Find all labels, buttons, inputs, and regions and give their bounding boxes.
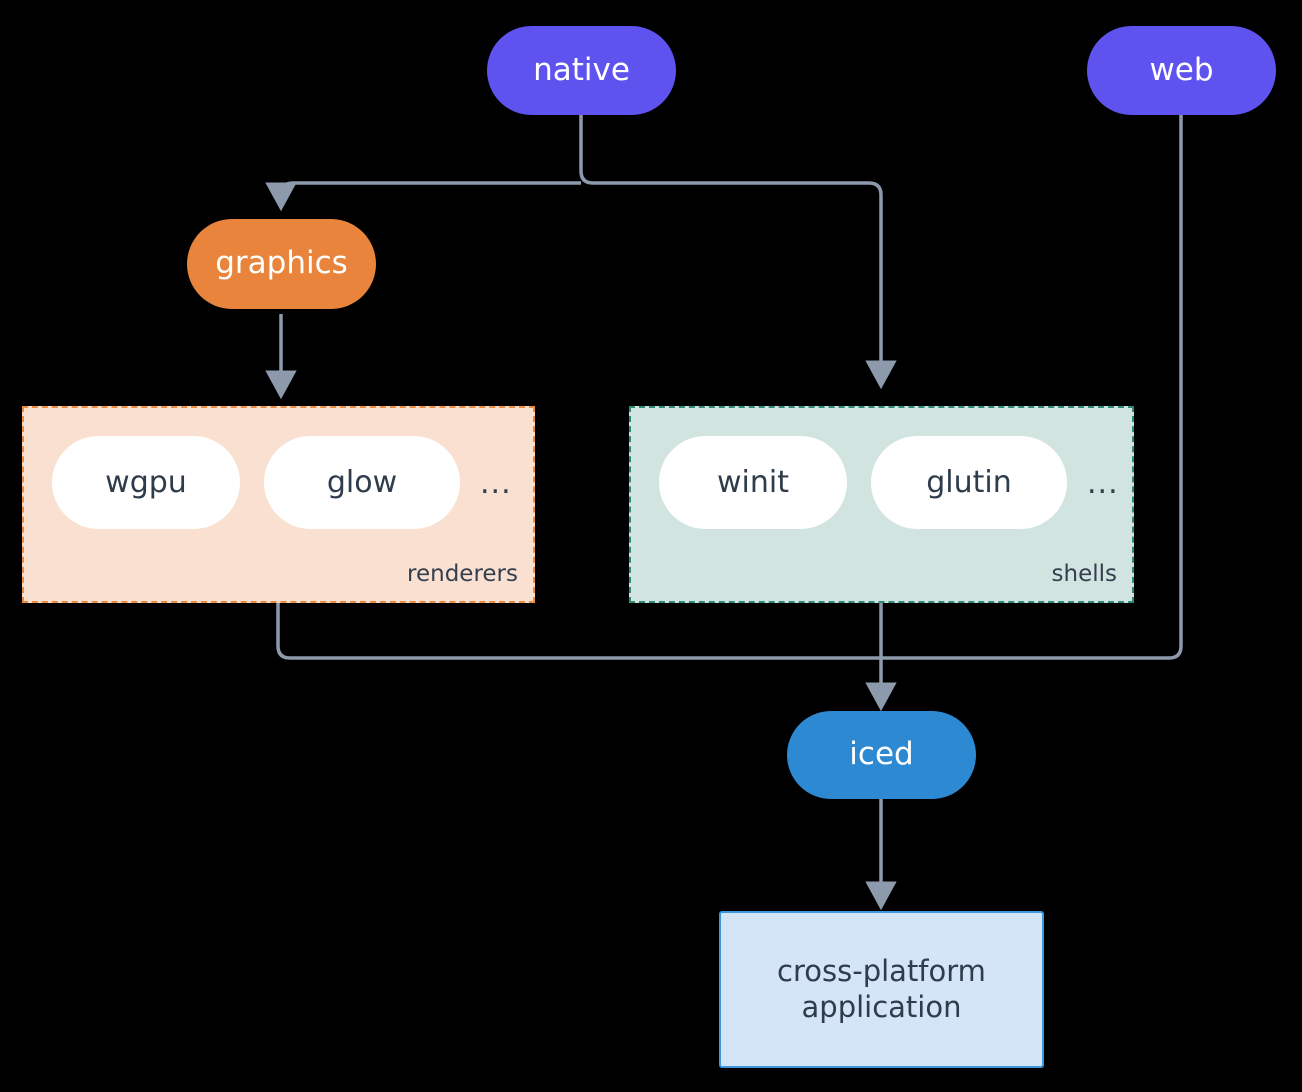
cluster-renderers-label: renderers xyxy=(407,561,518,587)
node-application[interactable]: cross-platform application xyxy=(719,911,1044,1068)
renderers-overflow-ellipsis: ... xyxy=(480,466,512,501)
node-iced[interactable]: iced xyxy=(787,711,976,799)
node-native[interactable]: native xyxy=(487,26,676,115)
node-application-line1: cross-platform xyxy=(777,954,986,989)
node-graphics-label: graphics xyxy=(215,245,348,282)
cluster-shells: winit glutin ... shells xyxy=(629,406,1134,603)
shells-overflow-ellipsis: ... xyxy=(1087,466,1119,501)
leaf-glutin[interactable]: glutin xyxy=(871,436,1067,529)
node-web-label: web xyxy=(1149,51,1214,88)
leaf-winit[interactable]: winit xyxy=(659,436,847,529)
node-iced-label: iced xyxy=(849,736,914,773)
node-native-label: native xyxy=(533,51,630,88)
edge-native-to-graphics xyxy=(265,181,581,212)
cluster-renderers: wgpu glow ... renderers xyxy=(22,406,535,603)
leaf-glow[interactable]: glow xyxy=(264,436,460,529)
cluster-shells-label: shells xyxy=(1051,561,1117,587)
edge-renderers-to-iced xyxy=(276,603,881,660)
leaf-glutin-label: glutin xyxy=(926,465,1012,500)
node-web[interactable]: web xyxy=(1087,26,1276,115)
leaf-glow-label: glow xyxy=(326,465,398,500)
node-application-line2: application xyxy=(801,989,962,1024)
leaf-winit-label: winit xyxy=(717,465,789,500)
node-graphics[interactable]: graphics xyxy=(187,219,376,309)
leaf-wgpu[interactable]: wgpu xyxy=(52,436,240,529)
edge-native-bus xyxy=(579,113,897,390)
leaf-wgpu-label: wgpu xyxy=(105,465,187,500)
